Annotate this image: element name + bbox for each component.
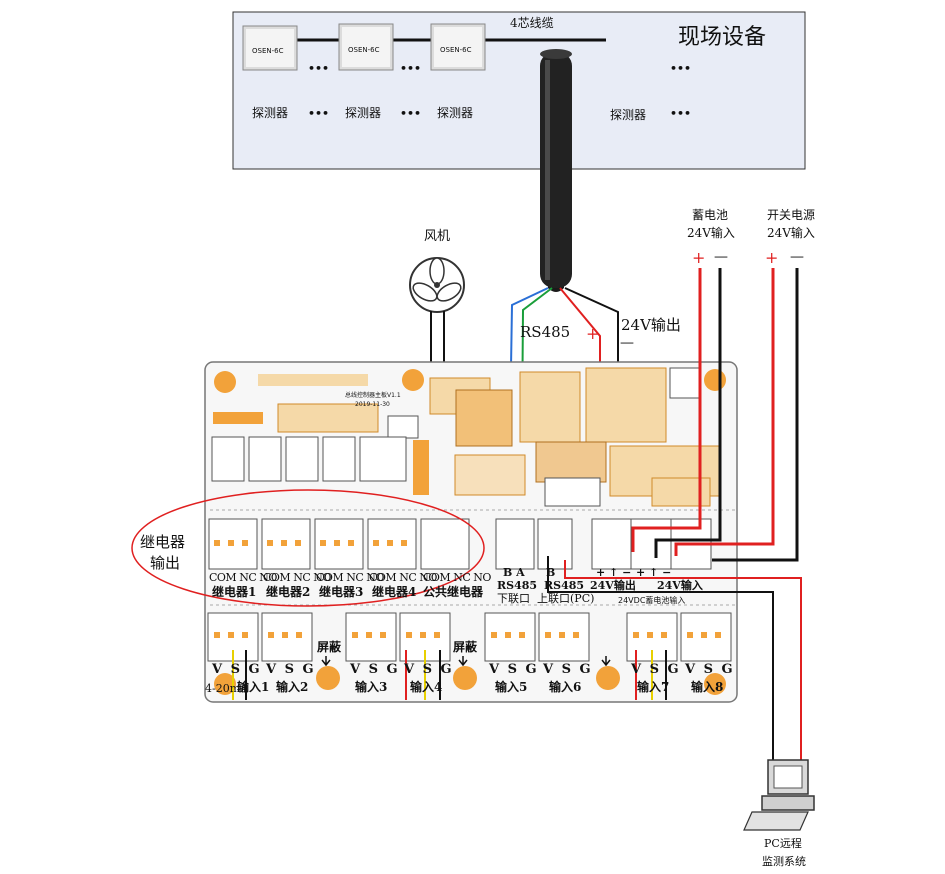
input2-pins: V S G: [266, 662, 316, 677]
battery-line1: 蓄电池: [692, 208, 729, 222]
relay3-pins: COM NC NO: [316, 571, 384, 584]
in24-pins: + ↑ −: [636, 566, 672, 579]
rs485-up-name: RS485: [544, 579, 585, 592]
fan-symbol: [409, 257, 465, 313]
shield-pad-1: [316, 666, 340, 690]
pc-computer-icon: [743, 759, 815, 831]
switch-minus: —: [790, 249, 804, 265]
rs485-down-name: RS485: [497, 579, 538, 592]
terminal-orange-marks: [214, 540, 721, 638]
ellipsis-5: •••: [400, 107, 422, 120]
detector-1-device: [242, 25, 298, 71]
detector-2-label: 探测器: [345, 106, 382, 120]
rs485-label: RS485: [520, 323, 571, 341]
minus-sign-24v: —: [620, 335, 634, 351]
battery-plus-wire: [631, 268, 702, 552]
switch-minus-wire: [712, 268, 799, 562]
ellipsis-6: •••: [670, 107, 692, 120]
relay2-pins: COM NC NO: [263, 571, 331, 584]
relay-output-ellipse: [131, 489, 485, 607]
relay-common-pins: COM NC NO: [423, 571, 491, 584]
out24-pins: + ↑ −: [596, 566, 632, 579]
output-24v-label: 24V输出: [621, 316, 681, 334]
input2-name: 输入2: [276, 680, 309, 694]
switch-line1: 开关电源: [767, 208, 816, 222]
relay4-name: 继电器4: [372, 585, 417, 599]
four-core-cable: [540, 49, 572, 292]
relay1-pins: COM NC NO: [209, 571, 277, 584]
rs485-up-pins: B: [546, 566, 556, 579]
pc-wire-black: [547, 556, 774, 760]
switch-plus-wire: [674, 268, 775, 556]
ellipsis-2: •••: [400, 62, 422, 75]
input1-prefix: 4-20mA: [205, 682, 249, 695]
battery-minus-wire: [654, 268, 722, 558]
relay1-name: 继电器1: [212, 585, 257, 599]
battery-minus: —: [714, 249, 728, 265]
input7-pins: V S G: [631, 662, 681, 677]
relay2-name: 继电器2: [266, 585, 311, 599]
pc-wire-red: [564, 560, 802, 760]
ellipsis-1: •••: [308, 62, 330, 75]
field-title: 现场设备: [678, 25, 767, 50]
rs485-down-sub: 下联口: [497, 592, 530, 605]
shield-pad-3: [596, 666, 620, 690]
detector-1-label: 探测器: [252, 106, 289, 120]
battery-input-sub: 24VDC蓄电池输入: [618, 596, 686, 605]
in24-name: 24V输入: [657, 579, 703, 592]
shield-pad-2: [453, 666, 477, 690]
rs485-up-sub: 上联口(PC): [537, 592, 595, 605]
detector-3-model: OSEN-6C: [440, 46, 472, 54]
cable-label: 4芯线缆: [510, 16, 554, 30]
shield-arrow-1: [321, 656, 331, 667]
ellipsis-3: •••: [670, 62, 692, 75]
detector-2-model: OSEN-6C: [348, 46, 380, 54]
input6-pins: V S G: [543, 662, 593, 677]
input7-name: 输入7: [637, 680, 670, 694]
fan-label: 风机: [424, 229, 451, 244]
ellipsis-4: •••: [308, 107, 330, 120]
detector-2-device: [338, 23, 394, 71]
battery-plus: +: [692, 248, 706, 267]
pc-label-line1: PC远程: [764, 837, 802, 850]
input5-pins: V S G: [489, 662, 539, 677]
input8-pins: V S G: [685, 662, 735, 677]
input6-name: 输入6: [549, 680, 582, 694]
battery-line2: 24V输入: [687, 226, 735, 240]
shield-label-1: 屏蔽: [317, 640, 342, 654]
shield-arrow-2: [458, 656, 468, 667]
pc-label-line2: 监测系统: [762, 855, 806, 868]
board-date: 2019-11-30: [355, 401, 390, 408]
detector-4-label: 探测器: [610, 108, 647, 122]
input5-name: 输入5: [495, 680, 528, 694]
switch-line2: 24V输入: [767, 226, 815, 240]
detector-3-device: [430, 23, 486, 71]
input4-name: 输入4: [410, 680, 443, 694]
shield-label-2: 屏蔽: [453, 640, 478, 654]
input4-pins: V S G: [404, 662, 454, 677]
relay3-name: 继电器3: [319, 585, 364, 599]
rs485-down-pins: B A: [503, 566, 525, 579]
relay-output-line2: 输出: [150, 554, 181, 572]
main-board: [204, 361, 738, 703]
out24-name: 24V输出: [590, 579, 636, 592]
input3-pins: V S G: [350, 662, 400, 677]
shield-arrow-3: [601, 656, 611, 667]
input1-pins: V S G: [212, 662, 262, 677]
relay-common-name: 公共继电器: [423, 585, 484, 599]
input8-name: 输入8: [691, 680, 724, 694]
plus-sign-24v: +: [586, 324, 600, 343]
input1-name: 输入1: [237, 680, 270, 694]
relay-output-line1: 继电器: [140, 533, 186, 551]
relay4-pins: COM NC NO: [369, 571, 437, 584]
detector-3-label: 探测器: [437, 106, 474, 120]
switch-plus: +: [765, 248, 779, 267]
input3-name: 输入3: [355, 680, 388, 694]
board-title: 总线控制器主板V1.1: [345, 392, 401, 399]
detector-1-model: OSEN-6C: [252, 47, 284, 55]
field-device-box: [232, 11, 806, 170]
